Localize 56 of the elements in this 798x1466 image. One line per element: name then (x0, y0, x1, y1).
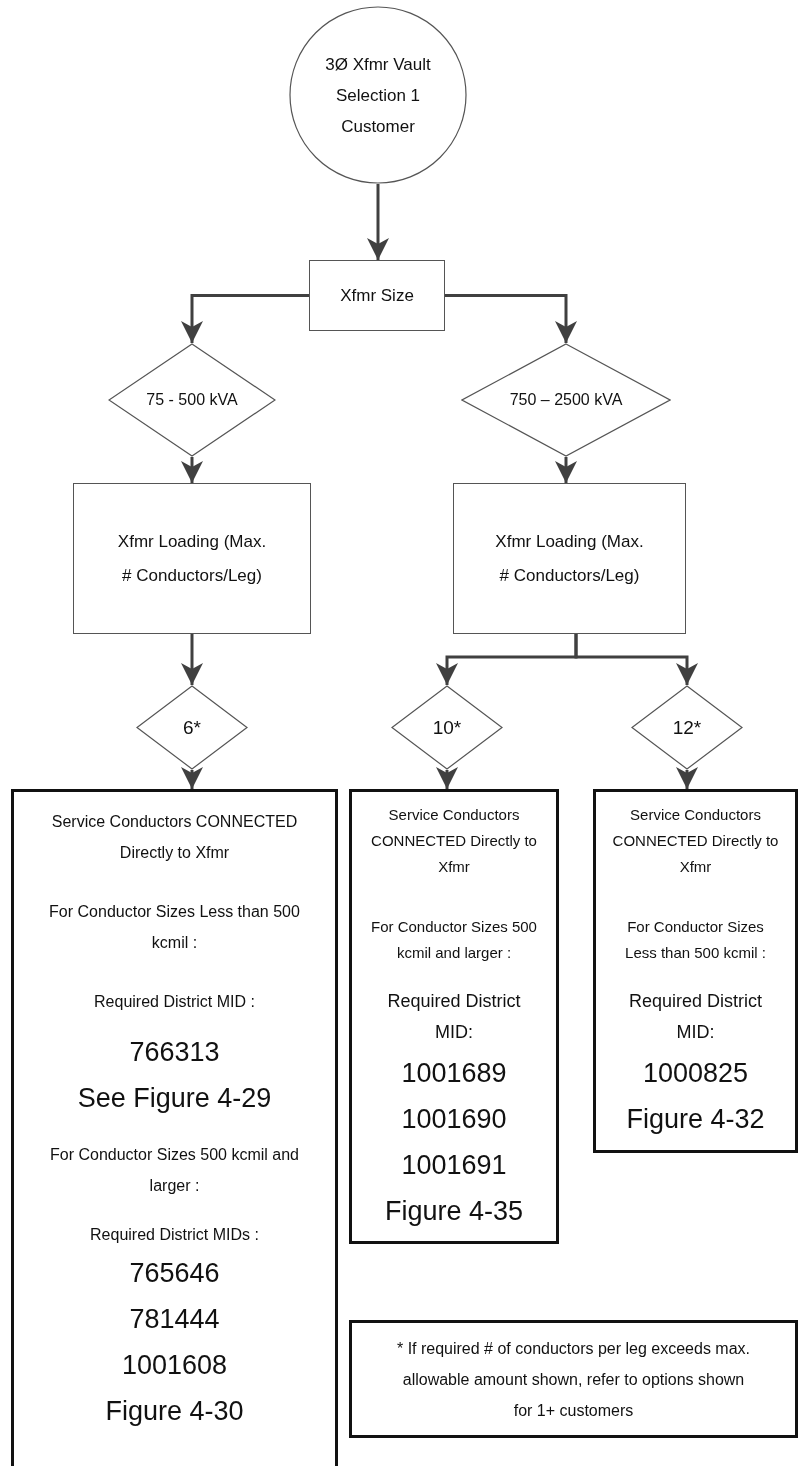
result-box (349, 789, 559, 1244)
arrow (676, 767, 698, 789)
reference-text: 1000825 (642, 1057, 749, 1090)
node-label: For Conductor Sizes Less than 500 kcmil : (624, 917, 767, 963)
node-label: * If required # of conductors per leg exceeds max. allowable amount shown, refer to options shown for 1+ customers (395, 1338, 752, 1421)
node-label: Service Conductors CONNECTED Directly to Xfmr (50, 812, 299, 863)
reference-text: 1001689 (401, 1057, 507, 1090)
process-box (453, 483, 686, 634)
result-box (11, 789, 338, 1466)
process-box (309, 260, 445, 331)
reference-text: Figure 4-35 (384, 1195, 524, 1228)
reference-text: See Figure 4-29 (77, 1082, 272, 1115)
node-label: 75 - 500 kVA (146, 390, 238, 410)
node-label: 6* (183, 715, 201, 740)
arrow (181, 294, 309, 343)
node-label: Required District MID: (627, 990, 763, 1044)
reference-text: Figure 4-32 (626, 1103, 765, 1136)
decision-diamond (631, 685, 743, 770)
node-label: Service Conductors CONNECTED Directly to Xfmr (611, 805, 780, 877)
arrow (445, 294, 577, 343)
start-circle (289, 6, 467, 184)
reference-text: Figure 4-30 (105, 1395, 244, 1428)
decision-diamond (136, 685, 248, 770)
node-label: Service Conductors CONNECTED Directly to Xfmr (370, 805, 538, 877)
reference-text: 1001690 (401, 1103, 507, 1136)
reference-text: 766313 (129, 1036, 220, 1069)
decision-diamond (391, 685, 503, 770)
arrow (574, 634, 698, 685)
decision-diamond (461, 343, 671, 457)
node-label: Required District MID : (94, 992, 255, 1012)
node-label: Required District MID: (386, 990, 522, 1044)
arrow (181, 634, 203, 685)
node-label: Xfmr Loading (Max. # Conductors/Leg) (494, 530, 645, 587)
node-label: For Conductor Sizes 500 kcmil and larger : (49, 1145, 300, 1196)
decision-diamond (108, 343, 276, 457)
arrow (181, 767, 203, 789)
reference-text: 765646 (129, 1257, 220, 1290)
reference-text: 1001691 (401, 1149, 507, 1182)
node-label: 3Ø Xfmr Vault Selection 1 Customer (324, 53, 432, 138)
node-label: For Conductor Sizes 500 kcmil and larger : (370, 917, 538, 963)
node-label: For Conductor Sizes Less than 500 kcmil : (48, 902, 301, 953)
node-label: 10* (432, 715, 462, 740)
arrow (367, 184, 389, 260)
result-box (593, 789, 798, 1153)
arrow (436, 767, 458, 789)
node-label: Xfmr Size (340, 284, 414, 307)
node-label: Xfmr Loading (Max. # Conductors/Leg) (116, 530, 268, 587)
node-label: 12* (672, 715, 702, 740)
arrow (555, 457, 577, 483)
note-box (349, 1320, 798, 1438)
process-box (73, 483, 311, 634)
reference-text: 781444 (129, 1303, 220, 1336)
reference-text: 1001608 (121, 1349, 228, 1382)
node-label: 750 – 2500 kVA (509, 390, 623, 410)
node-label: Required District MIDs : (90, 1225, 259, 1245)
arrow (181, 457, 203, 483)
